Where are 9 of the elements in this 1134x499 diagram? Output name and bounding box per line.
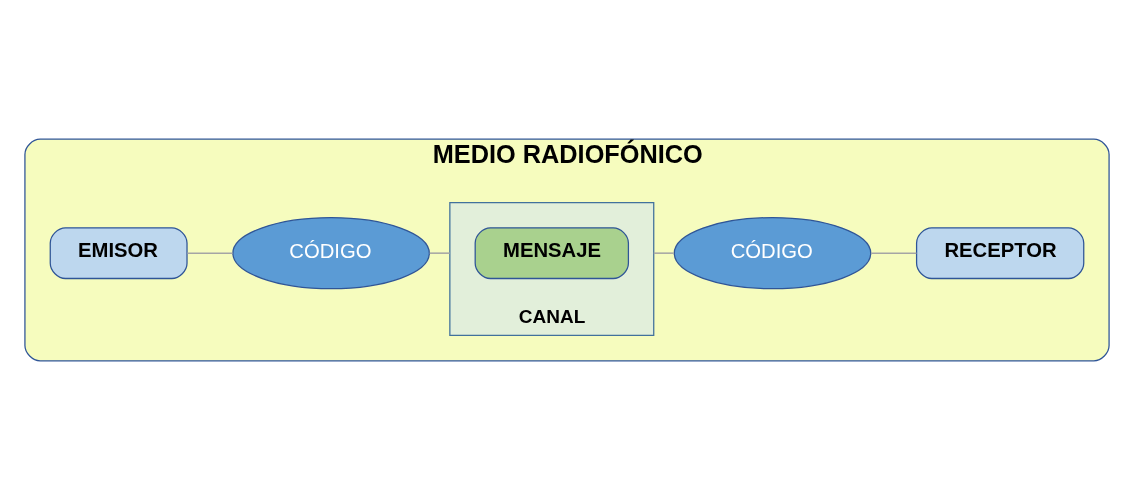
node-ellipse: CÓDIGO: [673, 216, 872, 289]
connector: [870, 251, 918, 254]
connector: [653, 251, 675, 254]
node-box: MENSAJE: [474, 226, 630, 279]
connector: [186, 251, 234, 254]
node-ellipse: CÓDIGO: [232, 216, 430, 289]
node-box: RECEPTOR: [915, 226, 1085, 279]
node-box: EMISOR: [49, 226, 188, 279]
connector: [428, 251, 451, 254]
